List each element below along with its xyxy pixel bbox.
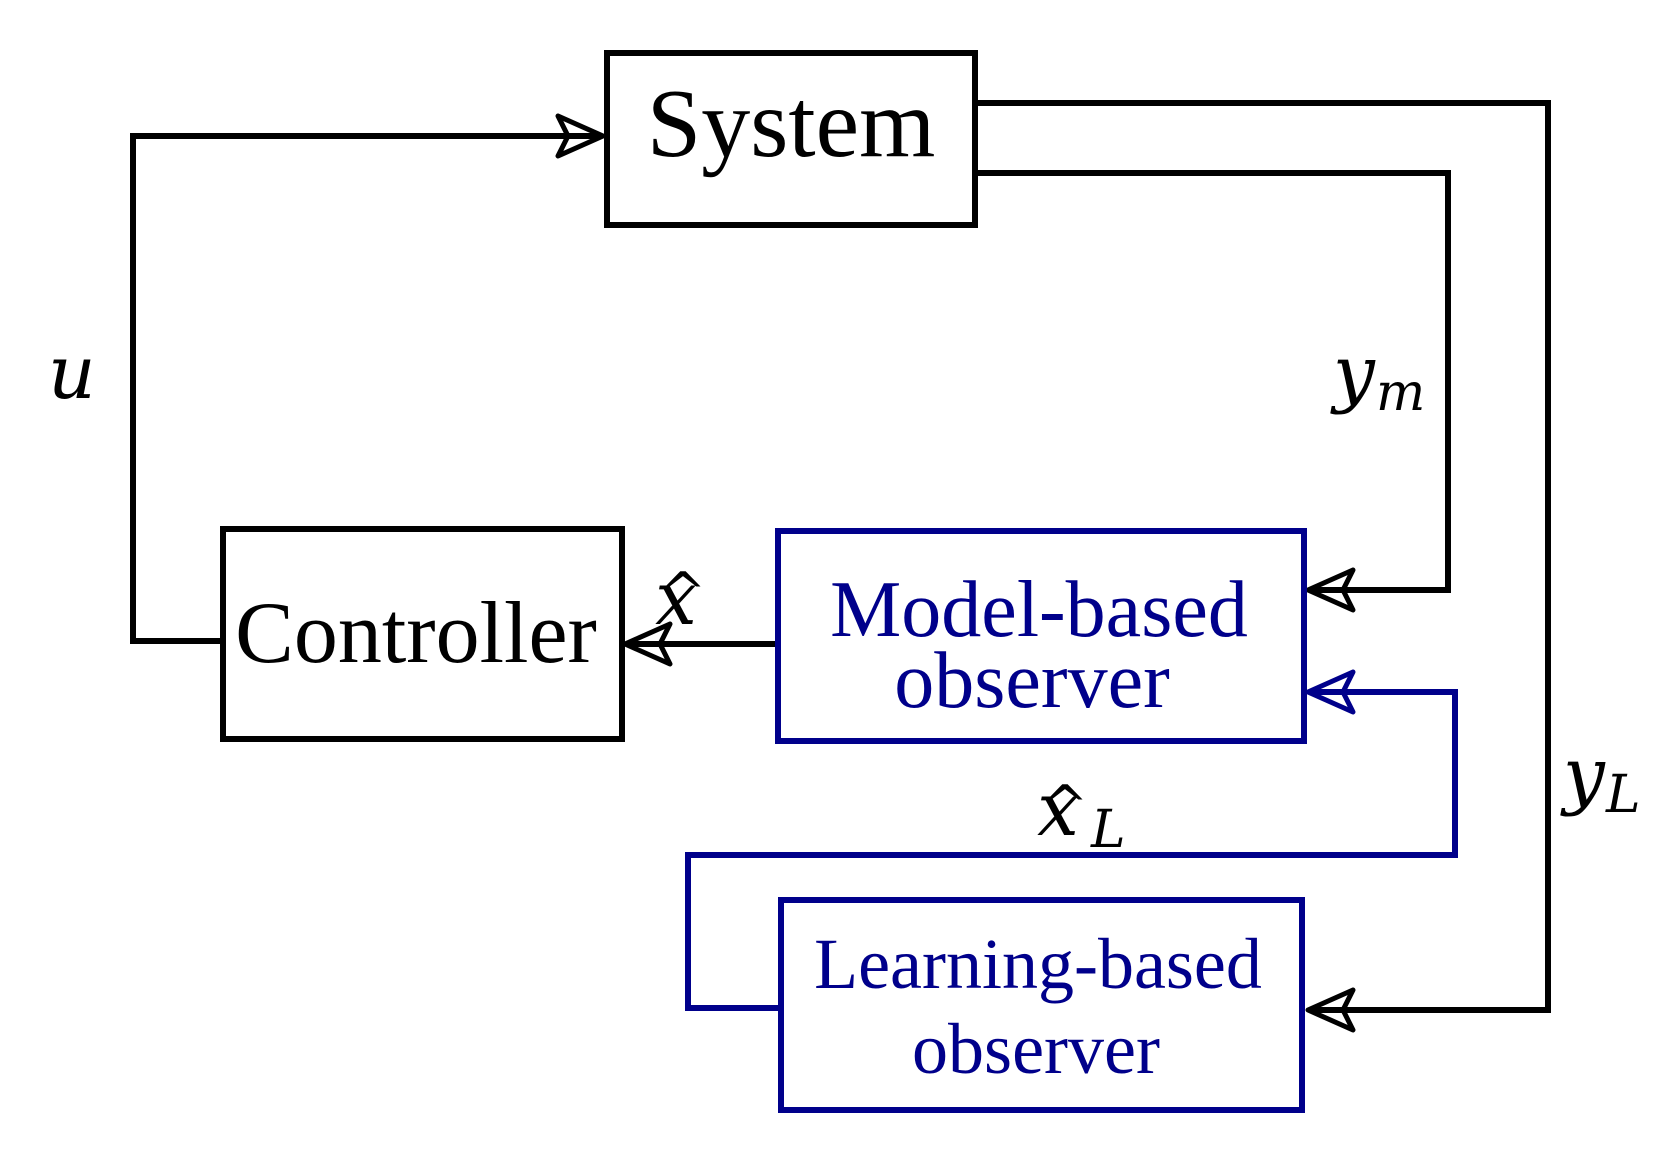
system-box [604, 50, 978, 228]
x-hat-l-symbol: x [1037, 767, 1079, 853]
system-label: System [647, 70, 936, 178]
system-block: System [604, 50, 978, 228]
controller-block: Controller [220, 526, 625, 742]
y-m-subscript: m [1376, 363, 1425, 423]
wire-u [130, 133, 598, 644]
signal-label-u: u [48, 330, 96, 416]
learning-based-observer-block: Learning-based observer [778, 897, 1305, 1113]
arrowhead-x-hat [622, 621, 673, 667]
model-based-observer-block: Model-based observer [775, 528, 1307, 744]
u-symbol: u [48, 330, 96, 416]
model-based-observer-label-line2: observer [894, 637, 1169, 725]
signal-label-y-m: y m [1330, 330, 1425, 423]
y-l-subscript: L [1605, 765, 1641, 825]
arrowhead-y-m [1305, 567, 1356, 613]
signal-label-x-hat-l: ^ x L [1037, 767, 1125, 860]
x-hat-l-subscript: L [1090, 800, 1126, 860]
controller-box [220, 526, 625, 742]
signal-label-y-l: y L [1560, 732, 1641, 825]
y-l-symbol: y [1560, 732, 1606, 818]
wire-y-m [975, 170, 1451, 593]
controller-label: Controller [235, 585, 597, 682]
x-hat-accent: ^ [660, 561, 707, 626]
learning-based-observer-label-line2: observer [912, 1009, 1160, 1089]
x-hat-symbol: x [655, 556, 697, 642]
y-m-symbol: y [1330, 330, 1376, 416]
x-hat-l-accent: ^ [1042, 774, 1089, 839]
model-based-observer-label-line1: Model-based [830, 566, 1248, 654]
signal-label-x-hat: ^ x [655, 556, 706, 642]
arrowhead-x-hat-l [1305, 669, 1356, 715]
learning-based-observer-box [778, 897, 1305, 1113]
model-based-observer-box [775, 528, 1307, 744]
wire-x-hat-l [685, 689, 1458, 1011]
learning-based-observer-label-line1: Learning-based [814, 924, 1262, 1004]
arrowhead-y-l [1305, 987, 1356, 1033]
wire-y-l [975, 100, 1551, 1013]
arrowhead-u [555, 113, 606, 159]
